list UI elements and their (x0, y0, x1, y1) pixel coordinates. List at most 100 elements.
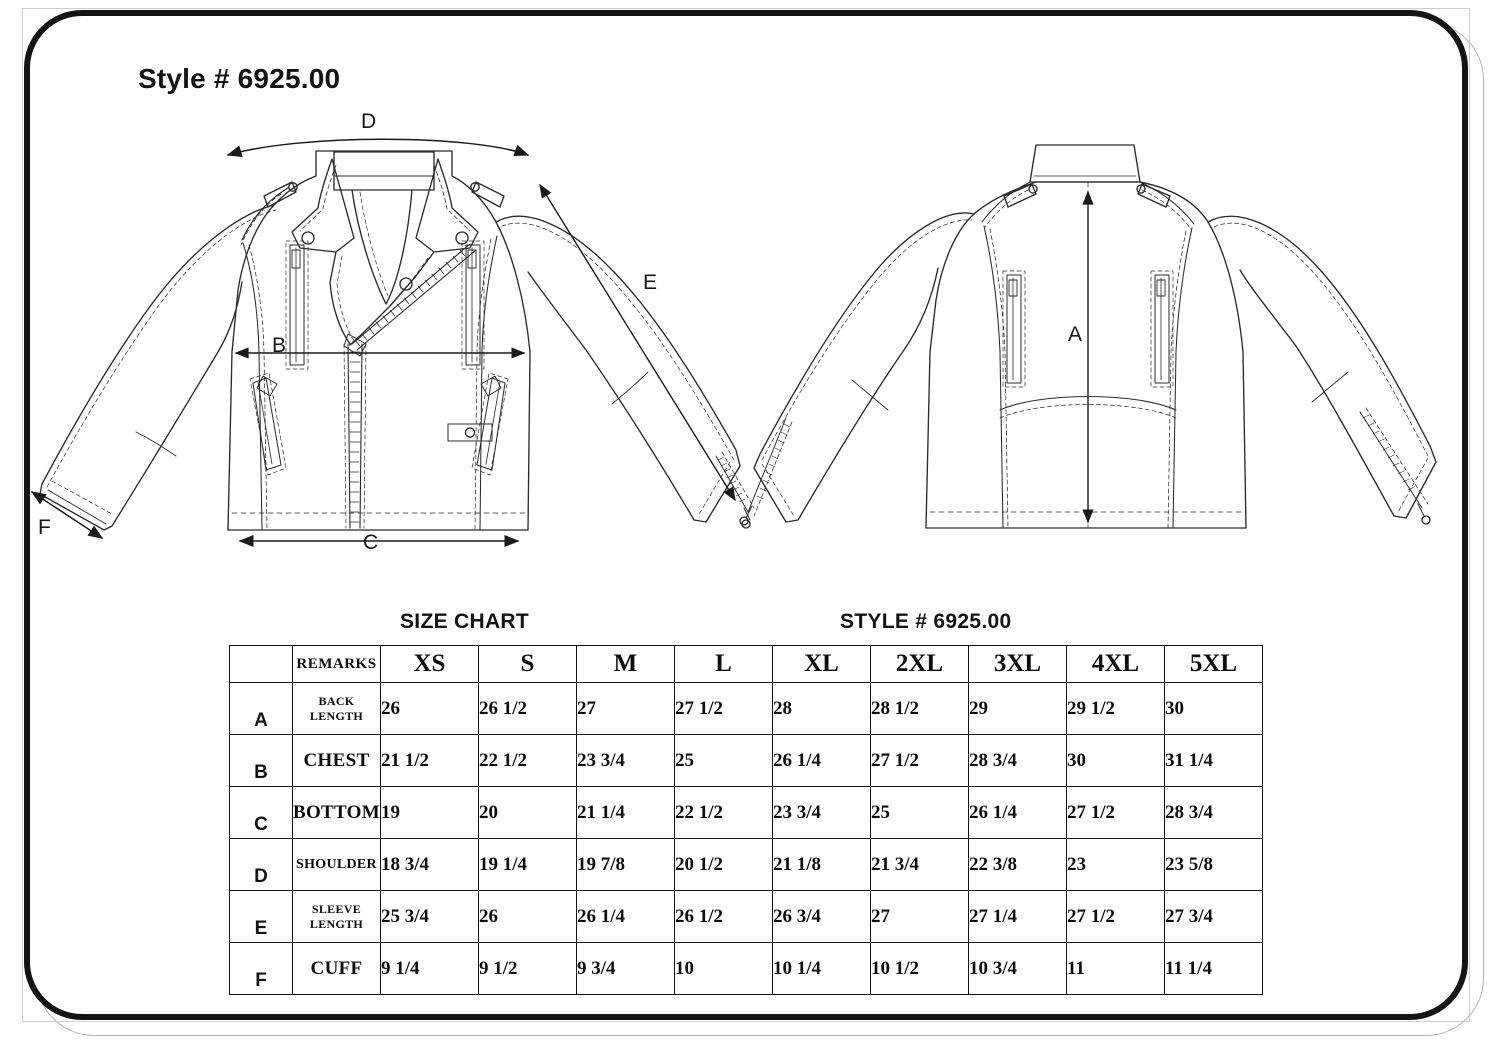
cell-a-s: 26 1/2 (477, 682, 577, 735)
header-size-5xl: 5XL (1163, 645, 1263, 683)
header-size-l: L (673, 645, 773, 683)
callout-chest-B: B (272, 334, 287, 357)
row-remark-e: SLEEVE LENGTH (292, 890, 381, 943)
row-remark-a: BACK LENGTH (292, 682, 381, 735)
callout-bottom-C: C (363, 531, 379, 554)
cell-c-4xl: 27 1/2 (1065, 786, 1165, 839)
row-remark-b: CHEST (292, 734, 381, 787)
row-letter-c: C (229, 786, 293, 839)
cell-e-l: 26 1/2 (673, 890, 773, 943)
cell-b-4xl: 30 (1065, 734, 1165, 787)
cell-a-4xl: 29 1/2 (1065, 682, 1165, 735)
row-remark-d: SHOULDER (292, 838, 381, 891)
size-chart-heading: SIZE CHART (400, 610, 529, 633)
callout-sleeve-E: E (643, 271, 658, 294)
size-chart-table: REMARKS XS S M L XL 2XL 3XL 4XL 5XL A BA… (229, 645, 1263, 995)
cell-c-xl: 23 3/4 (771, 786, 871, 839)
cell-f-l: 10 (673, 942, 773, 995)
header-size-s: S (477, 645, 577, 683)
cell-f-2xl: 10 1/2 (869, 942, 969, 995)
row-remark-f: CUFF (292, 942, 381, 995)
table-row: A BACK LENGTH 26 26 1/2 27 27 1/2 28 28 … (229, 682, 1263, 735)
cell-a-2xl: 28 1/2 (869, 682, 969, 735)
cell-c-5xl: 28 3/4 (1163, 786, 1263, 839)
table-header: REMARKS XS S M L XL 2XL 3XL 4XL 5XL (229, 645, 1263, 683)
callout-back-length-A: A (1068, 323, 1083, 346)
callout-cuff-F: F (38, 516, 51, 539)
header-size-xs: XS (379, 645, 479, 683)
cell-a-xl: 28 (771, 682, 871, 735)
cell-a-5xl: 30 (1163, 682, 1263, 735)
cell-e-s: 26 (477, 890, 577, 943)
cell-e-2xl: 27 (869, 890, 969, 943)
row-letter-label: E (254, 918, 268, 939)
header-size-4xl: 4XL (1065, 645, 1165, 683)
cell-f-4xl: 11 (1065, 942, 1165, 995)
cell-c-s: 20 (477, 786, 577, 839)
cell-c-m: 21 1/4 (575, 786, 675, 839)
cell-f-3xl: 10 3/4 (967, 942, 1067, 995)
table-row: D SHOULDER 18 3/4 19 1/4 19 7/8 20 1/2 2… (229, 838, 1263, 891)
header-corner (229, 645, 293, 683)
cell-d-s: 19 1/4 (477, 838, 577, 891)
row-letter-d: D (229, 838, 293, 891)
table-header-row: REMARKS XS S M L XL 2XL 3XL 4XL 5XL (229, 645, 1263, 683)
page-title: Style # 6925.00 (138, 63, 341, 94)
cell-d-2xl: 21 3/4 (869, 838, 969, 891)
callout-shoulder-D: D (361, 110, 377, 133)
row-letter-label: D (254, 866, 268, 887)
cell-f-s: 9 1/2 (477, 942, 577, 995)
table-row: B CHEST 21 1/2 22 1/2 23 3/4 25 26 1/4 2… (229, 734, 1263, 787)
cell-a-xs: 26 (379, 682, 479, 735)
cell-a-l: 27 1/2 (673, 682, 773, 735)
cell-d-l: 20 1/2 (673, 838, 773, 891)
cell-e-5xl: 27 3/4 (1163, 890, 1263, 943)
row-letter-b: B (229, 734, 293, 787)
cell-c-3xl: 26 1/4 (967, 786, 1067, 839)
cell-c-2xl: 25 (869, 786, 969, 839)
cell-e-xs: 25 3/4 (379, 890, 479, 943)
cell-c-xs: 19 (379, 786, 479, 839)
cell-c-l: 22 1/2 (673, 786, 773, 839)
cell-b-l: 25 (673, 734, 773, 787)
row-letter-f: F (229, 942, 293, 995)
row-remark-c: BOTTOM (292, 786, 381, 839)
cell-d-5xl: 23 5/8 (1163, 838, 1263, 891)
cell-b-xs: 21 1/2 (379, 734, 479, 787)
table-row: E SLEEVE LENGTH 25 3/4 26 26 1/4 26 1/2 … (229, 890, 1263, 943)
table-body: A BACK LENGTH 26 26 1/2 27 27 1/2 28 28 … (229, 682, 1263, 995)
cell-b-3xl: 28 3/4 (967, 734, 1067, 787)
row-letter-label: C (254, 814, 268, 835)
header-size-xl: XL (771, 645, 871, 683)
header-remarks: REMARKS (292, 645, 381, 683)
cell-e-xl: 26 3/4 (771, 890, 871, 943)
table-row: F CUFF 9 1/4 9 1/2 9 3/4 10 10 1/4 10 1/… (229, 942, 1263, 995)
row-letter-label: A (254, 710, 268, 731)
cell-b-2xl: 27 1/2 (869, 734, 969, 787)
cell-f-m: 9 3/4 (575, 942, 675, 995)
cell-e-m: 26 1/4 (575, 890, 675, 943)
cell-f-5xl: 11 1/4 (1163, 942, 1263, 995)
cell-d-3xl: 22 3/8 (967, 838, 1067, 891)
cell-b-s: 22 1/2 (477, 734, 577, 787)
cell-a-m: 27 (575, 682, 675, 735)
header-size-m: M (575, 645, 675, 683)
row-letter-a: A (229, 682, 293, 735)
row-letter-label: B (254, 762, 268, 783)
cell-d-xs: 18 3/4 (379, 838, 479, 891)
cell-b-xl: 26 1/4 (771, 734, 871, 787)
style-number-heading: STYLE # 6925.00 (840, 610, 1012, 633)
cell-f-xl: 10 1/4 (771, 942, 871, 995)
cell-e-3xl: 27 1/4 (967, 890, 1067, 943)
cell-b-5xl: 31 1/4 (1163, 734, 1263, 787)
header-size-2xl: 2XL (869, 645, 969, 683)
cell-e-4xl: 27 1/2 (1065, 890, 1165, 943)
row-letter-e: E (229, 890, 293, 943)
cell-d-m: 19 7/8 (575, 838, 675, 891)
table-row: C BOTTOM 19 20 21 1/4 22 1/2 23 3/4 25 2… (229, 786, 1263, 839)
cell-d-4xl: 23 (1065, 838, 1165, 891)
cell-f-xs: 9 1/4 (379, 942, 479, 995)
row-letter-label: F (255, 970, 267, 991)
cell-d-xl: 21 1/8 (771, 838, 871, 891)
